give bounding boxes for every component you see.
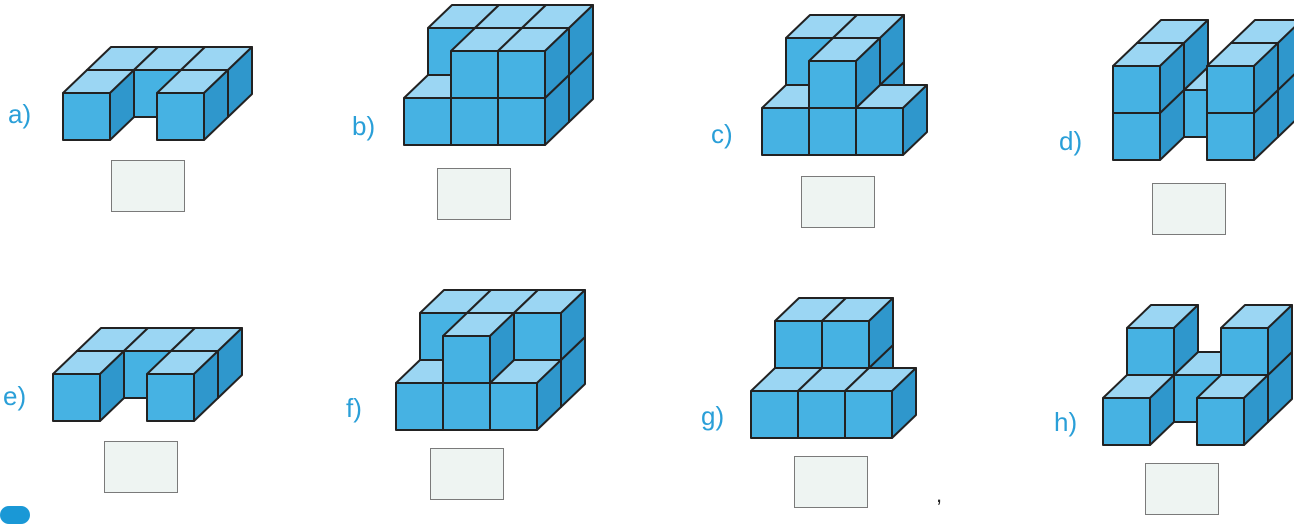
cube-front-face	[1206, 65, 1255, 114]
unit-cube	[146, 350, 219, 422]
cube-front-face	[808, 107, 857, 156]
cube-front-face	[146, 373, 195, 422]
unit-cube	[1220, 304, 1293, 376]
unit-cube	[62, 69, 135, 141]
cube-front-face	[156, 92, 205, 141]
answer-box-b[interactable]	[437, 168, 511, 220]
cube-front-face	[1126, 327, 1175, 376]
item-label-d: d)	[1059, 126, 1083, 156]
cube-front-face	[442, 382, 491, 431]
answer-box-e[interactable]	[104, 441, 178, 493]
unit-cube	[497, 27, 570, 99]
item-label-a: a)	[8, 99, 32, 129]
cube-front-face	[489, 382, 538, 431]
cube-front-face	[750, 390, 799, 439]
cube-front-face	[1112, 112, 1161, 161]
unit-cube	[52, 350, 125, 422]
item-label-h: h)	[1054, 407, 1078, 437]
answer-box-g[interactable]	[794, 456, 868, 508]
cube-front-face	[855, 107, 904, 156]
cube-front-face	[62, 92, 111, 141]
cube-front-face	[1206, 112, 1255, 161]
answer-box-f[interactable]	[430, 448, 504, 500]
corner-tab-decoration	[0, 506, 30, 524]
cube-front-face	[1196, 397, 1245, 446]
cube-figure-a	[62, 46, 253, 141]
item-label-f: f)	[346, 393, 362, 423]
cube-figure-e	[52, 327, 243, 422]
cube-front-face	[1112, 65, 1161, 114]
unit-cube	[442, 312, 515, 384]
cube-front-face	[497, 97, 546, 146]
cube-front-face	[442, 335, 491, 384]
cube-figure-c	[761, 14, 928, 156]
unit-cube	[844, 367, 917, 439]
item-label-e: e)	[3, 381, 27, 411]
cube-front-face	[450, 97, 499, 146]
answer-box-d[interactable]	[1152, 183, 1226, 235]
answer-box-h[interactable]	[1145, 463, 1219, 515]
cube-front-face	[497, 50, 546, 99]
unit-cube	[1206, 42, 1279, 114]
cube-front-face	[797, 390, 846, 439]
cube-figure-d	[1112, 19, 1294, 161]
unit-cube	[1102, 374, 1175, 446]
cube-front-face	[808, 60, 857, 109]
unit-cube	[855, 84, 928, 156]
cube-front-face	[774, 320, 823, 369]
cube-front-face	[52, 373, 101, 422]
unit-cube	[1196, 374, 1269, 446]
item-label-b: b)	[352, 111, 376, 141]
cube-figure-h	[1102, 304, 1293, 446]
cube-front-face	[1102, 397, 1151, 446]
item-label-g: g)	[701, 401, 725, 431]
cube-front-face	[395, 382, 444, 431]
cube-figure-f	[395, 289, 586, 431]
cube-front-face	[761, 107, 810, 156]
unit-cube	[821, 297, 894, 369]
cube-figure-b	[403, 4, 594, 146]
cube-front-face	[403, 97, 452, 146]
cube-front-face	[1220, 327, 1269, 376]
cube-figure-g	[750, 297, 917, 439]
unit-cube	[513, 289, 586, 361]
unit-cube	[1112, 42, 1185, 114]
unit-cube	[156, 69, 229, 141]
cube-front-face	[821, 320, 870, 369]
cube-front-face	[844, 390, 893, 439]
cube-front-face	[513, 312, 562, 361]
cube-front-face	[450, 50, 499, 99]
item-label-c: c)	[711, 119, 733, 149]
stray-mark: ,	[936, 482, 943, 507]
answer-box-c[interactable]	[801, 176, 875, 228]
answer-box-a[interactable]	[111, 160, 185, 212]
unit-cube	[808, 37, 881, 109]
